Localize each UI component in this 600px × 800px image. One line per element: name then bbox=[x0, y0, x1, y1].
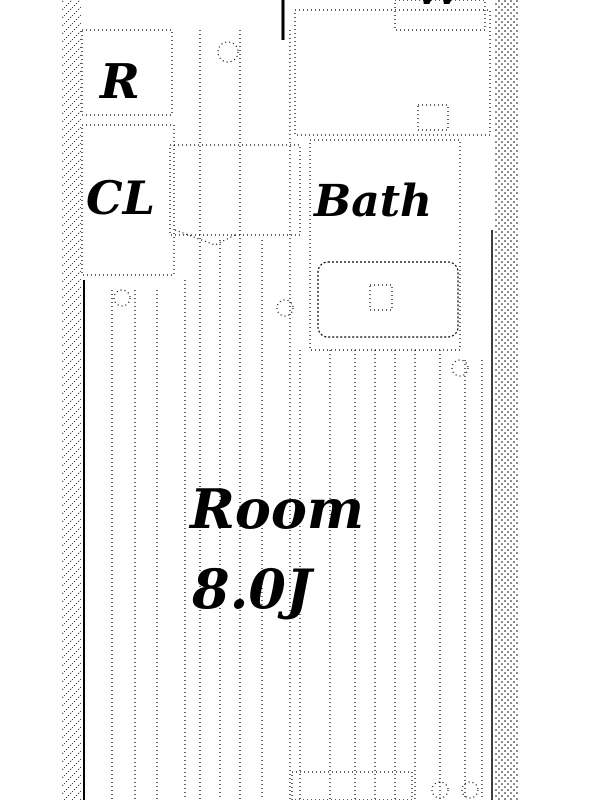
outlet-icon bbox=[276, 299, 294, 317]
closet-outline bbox=[81, 124, 175, 276]
bathtub bbox=[317, 261, 459, 338]
light-icon bbox=[217, 41, 239, 63]
fixture-icon-2 bbox=[461, 781, 479, 799]
kitchen-area bbox=[169, 144, 301, 236]
label-room: Room bbox=[190, 477, 365, 541]
entry-box bbox=[291, 771, 413, 800]
label-closet: CL bbox=[86, 171, 155, 225]
label-room-size: 8.0J bbox=[192, 557, 312, 621]
drain bbox=[369, 284, 393, 311]
outlet-box bbox=[417, 104, 449, 131]
fixture-icon bbox=[431, 781, 449, 799]
outlet-icon-2 bbox=[113, 289, 131, 307]
refrigerator-space bbox=[81, 29, 173, 116]
right-wall bbox=[494, 0, 518, 800]
bath-room bbox=[309, 139, 461, 351]
label-washer: W bbox=[415, 0, 464, 12]
outlet-icon-3 bbox=[451, 359, 469, 377]
washer-area bbox=[294, 9, 491, 136]
washer-box bbox=[394, 0, 486, 31]
door-swing bbox=[174, 229, 236, 246]
label-bath: Bath bbox=[314, 176, 433, 227]
label-refrigerator: R bbox=[100, 54, 140, 110]
left-wall bbox=[62, 0, 82, 800]
